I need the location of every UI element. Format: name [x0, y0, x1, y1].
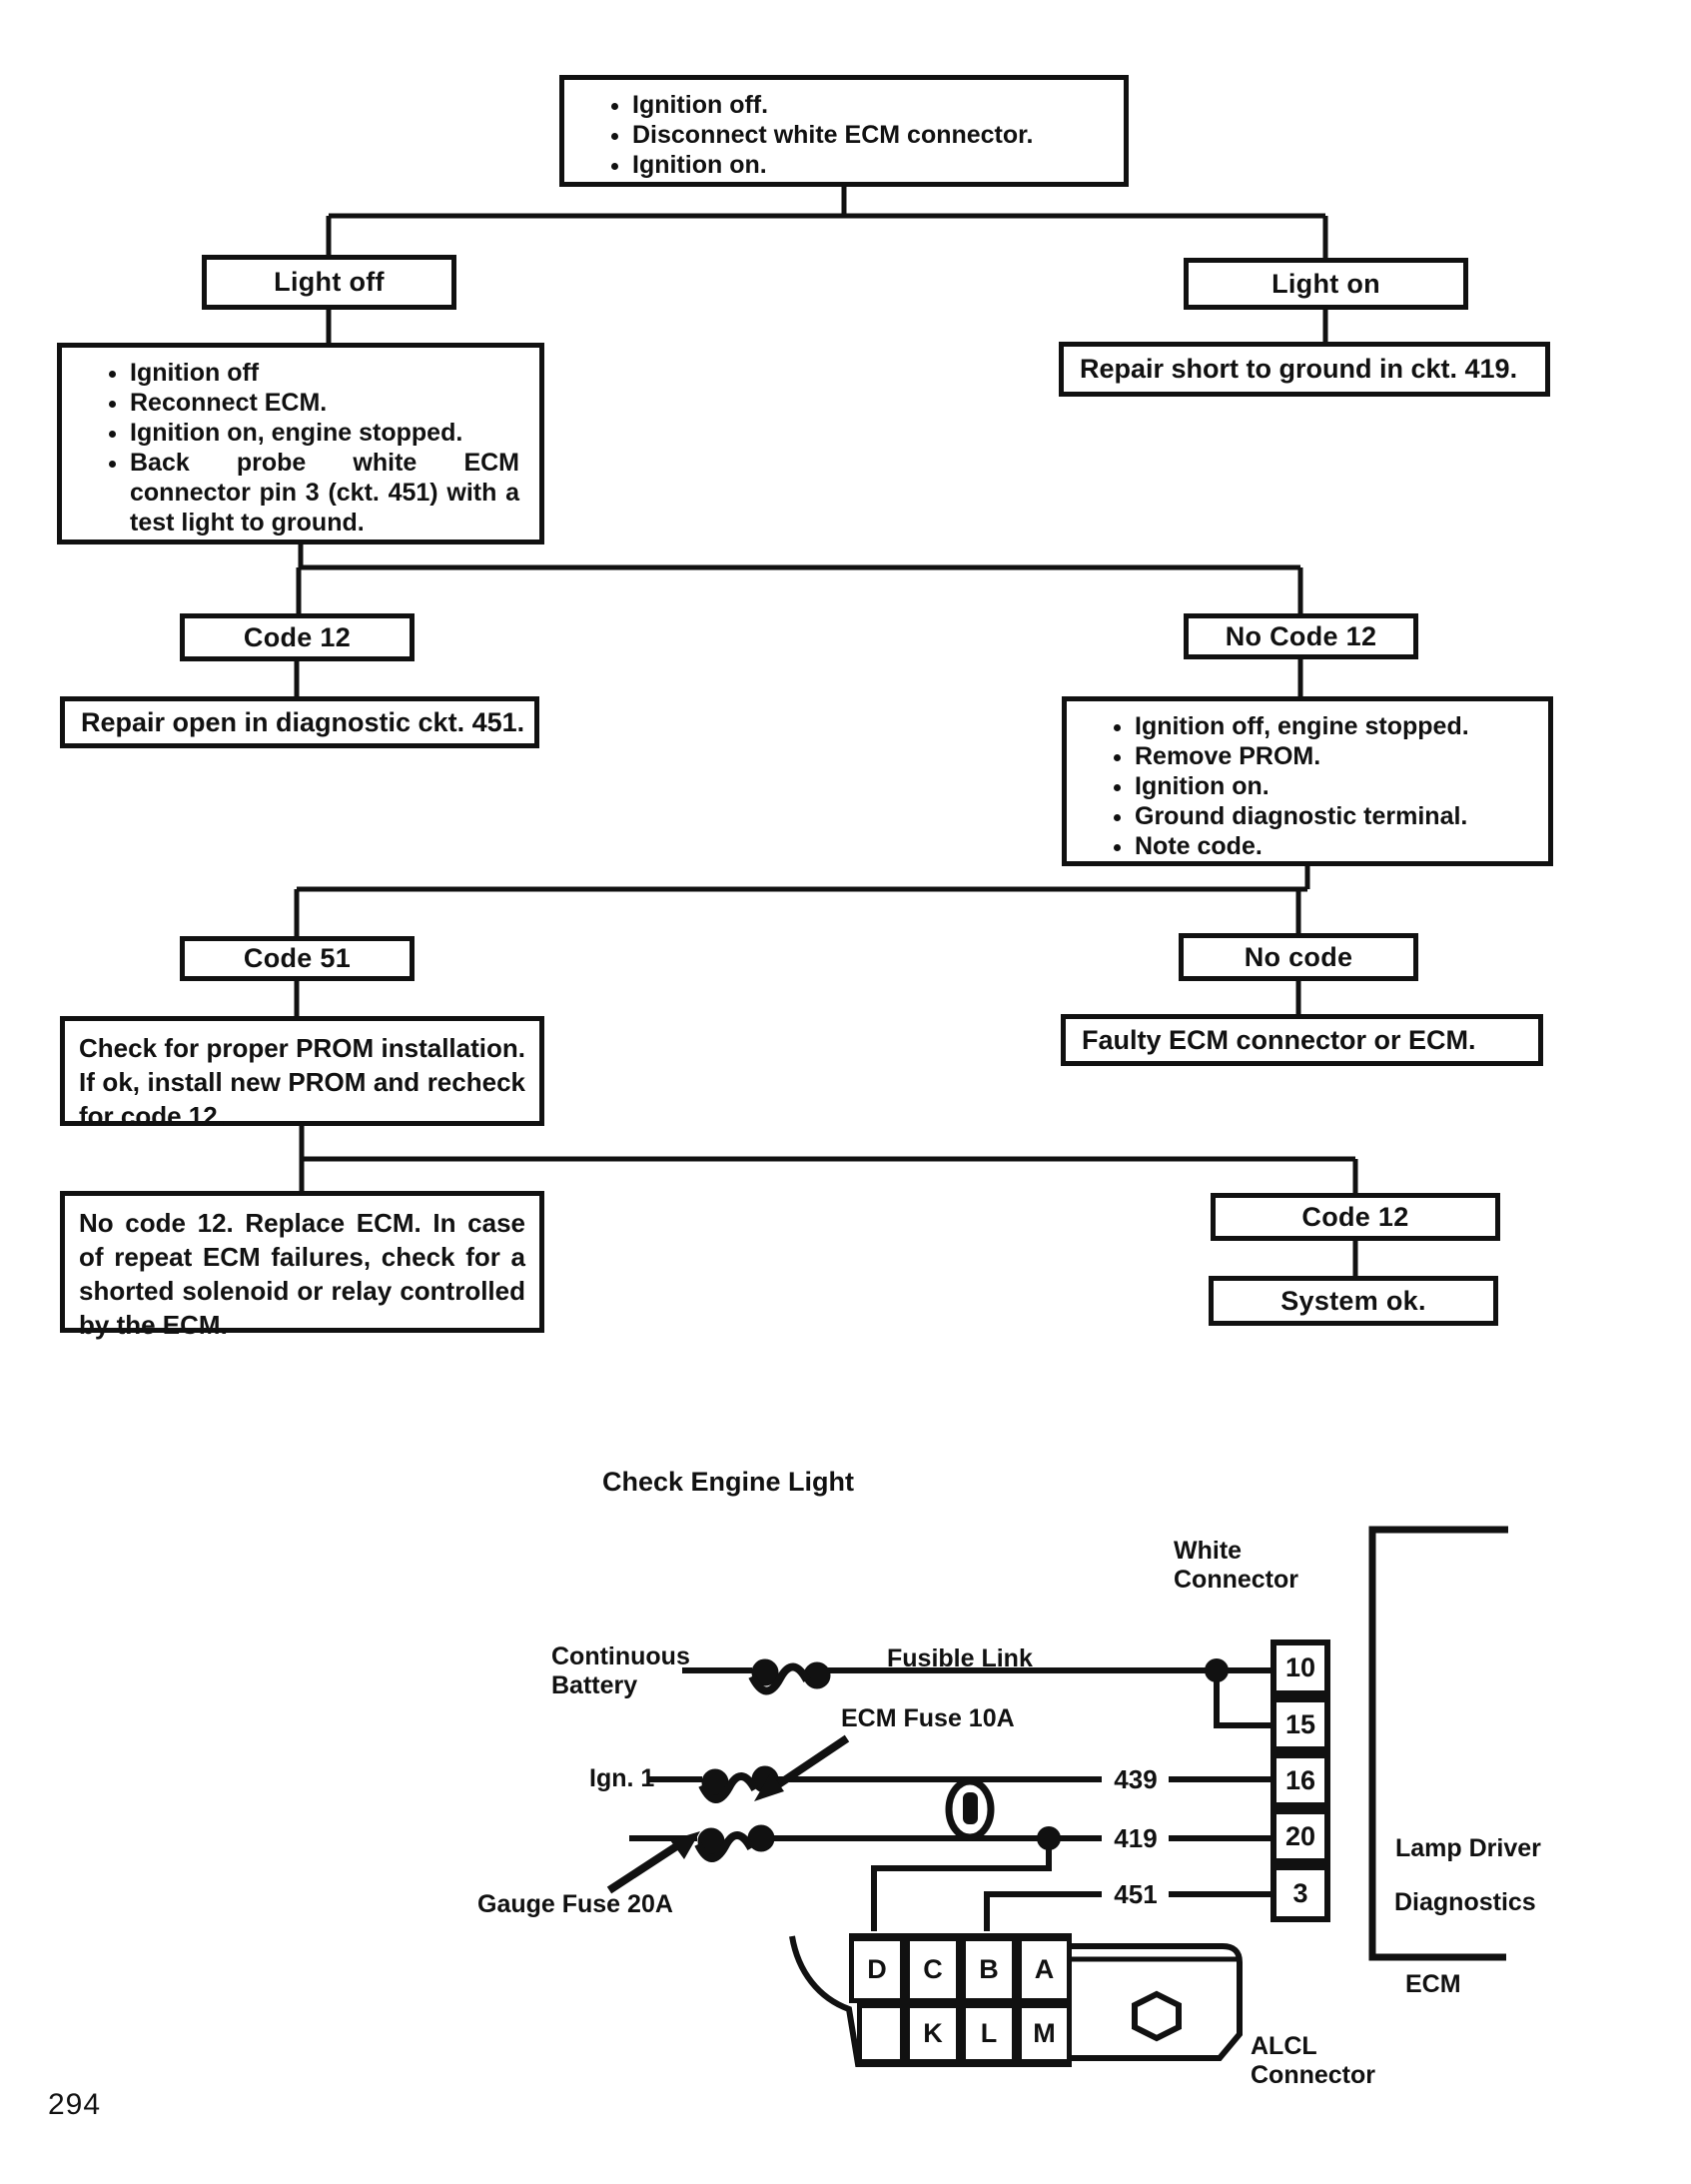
- flowchart-box-code-12: Code 12: [180, 613, 415, 661]
- fusible-link-icon: [748, 1658, 831, 1695]
- bullet-list: Ignition off. Disconnect white ECM conne…: [564, 90, 1110, 180]
- ign-1-label: Ign. 1: [589, 1764, 655, 1792]
- flowchart-box-faulty-ecm: Faulty ECM connector or ECM.: [1061, 1014, 1543, 1066]
- schematic-wires: [629, 1667, 1270, 1931]
- bullet-item: Disconnect white ECM connector.: [632, 120, 1110, 150]
- alcl-connector-outline: [789, 1933, 1243, 2067]
- alcl-cell-blank: [857, 2003, 905, 2064]
- alcl-cell-m: M: [1017, 2003, 1072, 2064]
- bullet-item: Ignition off, engine stopped.: [1135, 711, 1534, 741]
- flowchart-box-start: Ignition off. Disconnect white ECM conne…: [559, 75, 1129, 187]
- flowchart-box-light-on: Light on: [1184, 258, 1468, 310]
- bullet-list: Ignition off, engine stopped. Remove PRO…: [1067, 711, 1534, 861]
- circuit-number-419: 419: [1114, 1823, 1158, 1853]
- alcl-cell-k: K: [905, 2003, 961, 2064]
- gauge-fuse-arrow-icon: [606, 1831, 700, 1894]
- flowchart-box-light-off: Light off: [202, 255, 456, 310]
- bullet-item: Remove PROM.: [1135, 741, 1534, 771]
- flowchart-connector-lines: [294, 185, 1358, 1276]
- flowchart-box-code-12-final: Code 12: [1211, 1193, 1500, 1241]
- flowchart-box-code-51: Code 51: [180, 936, 415, 981]
- lamp-driver-label: Lamp Driver: [1395, 1834, 1541, 1862]
- gauge-fuse-label: Gauge Fuse 20A: [477, 1890, 673, 1918]
- alcl-cell-a: A: [1017, 1936, 1072, 2003]
- schematic-title: Check Engine Light: [602, 1467, 855, 1497]
- bullet-item: Ignition on.: [1135, 771, 1534, 801]
- flowchart-box-no-code: No code: [1179, 933, 1418, 981]
- bullet-item: Ignition off.: [632, 90, 1110, 120]
- circuit-number-451: 451: [1114, 1879, 1158, 1909]
- flowchart-box-repair-open: Repair open in diagnostic ckt. 451.: [60, 696, 539, 748]
- gauge-fuse-icon: [694, 1824, 775, 1862]
- ecm-fuse-arrow-icon: [754, 1734, 850, 1801]
- flowchart-box-ground-diag: Ignition off, engine stopped. Remove PRO…: [1062, 696, 1553, 866]
- white-connector-label: White Connector: [1174, 1537, 1298, 1594]
- ecm-bracket: [1368, 1526, 1508, 1961]
- bulb-icon: [945, 1777, 995, 1841]
- flowchart-box-check-prom: Check for proper PROM installation. If o…: [60, 1016, 544, 1131]
- page-number: 294: [48, 2088, 102, 2121]
- diagnostics-label: Diagnostics: [1394, 1888, 1536, 1916]
- flowchart-box-reconnect: Ignition off Reconnect ECM. Ignition on,…: [57, 343, 544, 545]
- alcl-cell-l: L: [961, 2003, 1017, 2064]
- bullet-item: Reconnect ECM.: [130, 388, 525, 418]
- bullet-item: Back probe white ECM connector pin 3 (ck…: [130, 448, 525, 538]
- flowchart-box-no-code-12: No Code 12: [1184, 613, 1418, 659]
- flowchart-box-system-ok: System ok.: [1209, 1276, 1498, 1326]
- continuous-battery-label: Continuous Battery: [551, 1642, 690, 1699]
- bullet-item: Ignition off: [130, 358, 525, 388]
- circuit-number-439: 439: [1114, 1764, 1158, 1794]
- pin-10: 10: [1270, 1639, 1330, 1696]
- alcl-connector-label: ALCL Connector: [1251, 2032, 1375, 2089]
- alcl-cell-c: C: [905, 1936, 961, 2003]
- junction-dot: [1205, 1658, 1229, 1682]
- flowchart-box-replace-ecm: No code 12. Replace ECM. In case of repe…: [60, 1191, 544, 1340]
- ecm-label: ECM: [1405, 1970, 1461, 1998]
- fusible-link-label: Fusible Link: [887, 1644, 1033, 1672]
- bullet-item: Ignition on, engine stopped.: [130, 418, 525, 448]
- bullet-item: Ground diagnostic terminal.: [1135, 801, 1534, 831]
- pin-20: 20: [1270, 1808, 1330, 1864]
- ecm-fuse-label: ECM Fuse 10A: [841, 1704, 1015, 1732]
- pin-16: 16: [1270, 1752, 1330, 1808]
- bullet-item: Note code.: [1135, 831, 1534, 861]
- pin-3: 3: [1270, 1864, 1330, 1922]
- alcl-cell-b: B: [961, 1936, 1017, 2003]
- junction-dot: [1037, 1826, 1061, 1850]
- pin-15: 15: [1270, 1696, 1330, 1752]
- bullet-list: Ignition off Reconnect ECM. Ignition on,…: [62, 358, 525, 538]
- flowchart-box-repair-short: Repair short to ground in ckt. 419.: [1059, 342, 1550, 397]
- bullet-item: Ignition on.: [632, 150, 1110, 180]
- alcl-cell-d: D: [849, 1936, 905, 2003]
